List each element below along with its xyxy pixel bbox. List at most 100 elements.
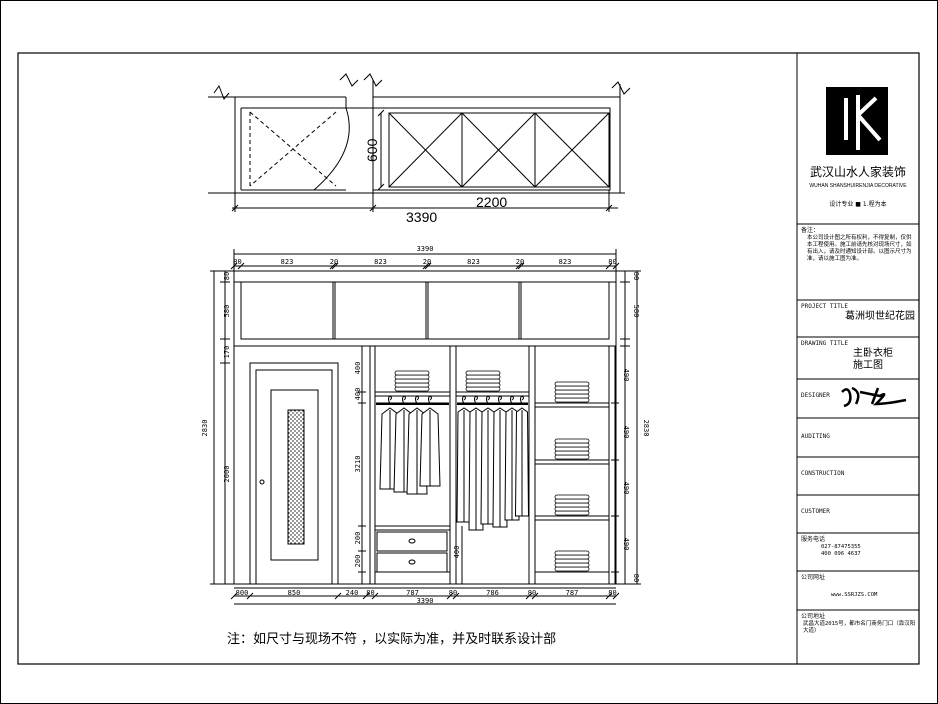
elevation-right-dims: 80 580 2830 80: [632, 272, 650, 582]
auditing-section: AUDITING: [799, 420, 919, 457]
plan-width-dim: 2200: [476, 194, 507, 210]
company-logo-icon: [826, 87, 888, 155]
folded-clothes: [394, 370, 590, 572]
interior-dim-label: 400: [354, 388, 362, 401]
designer-signature: [841, 386, 907, 408]
long-coat: [480, 395, 496, 525]
bottom-dim-label: 787: [406, 589, 419, 597]
web-value: www.SSRJZS.COM: [831, 592, 878, 598]
right-dim-label: 80: [632, 272, 640, 280]
website-section: 公司网址 www.SSRJZS.COM: [799, 573, 919, 610]
left-total-dim: 2830: [201, 420, 209, 437]
bottom-dim-label: 850: [288, 589, 301, 597]
address-text: 武昌大道2015号，都市名门商务门口（靠汉阳大道）: [803, 621, 916, 634]
construction-section: CONSTRUCTION: [799, 459, 919, 495]
bottom-dim-label: 800: [236, 589, 249, 597]
top-dim-label: 823: [559, 258, 572, 266]
phone-1: 027-87475355: [821, 544, 861, 550]
folded-stack: [554, 381, 590, 403]
designer-label: DESIGNER: [801, 392, 830, 399]
remarks-text: 本公司设计图之所有权利，不得复制，仅供本工程使用。施工前请先核对现场尺寸，如有出…: [807, 235, 912, 262]
elevation-top-dims: 80 823 20 823 20 823 20 823 80: [233, 258, 616, 266]
hanging-clothes: [379, 395, 530, 531]
left-dim-label: 580: [223, 305, 231, 318]
address-label: 公司地址: [801, 613, 826, 620]
bottom-dim-label: 240: [346, 589, 359, 597]
interior-dim-label: 400: [354, 362, 362, 375]
construction-label: CONSTRUCTION: [801, 470, 845, 477]
shelf-dim-label: 490: [622, 482, 630, 495]
top-dim-label: 20: [516, 258, 524, 266]
remarks-section: 备注： 本公司设计图之所有权利，不得复制，仅供本工程使用。施工前请先核对现场尺寸…: [799, 226, 919, 300]
company-name-cn: 武汉山水人家装饰: [810, 164, 906, 179]
phone-label: 服务电话: [801, 536, 826, 543]
drawer-knob: [408, 559, 416, 565]
bottom-dim-label: 80: [528, 589, 536, 597]
elevation-interior-dims: 400 400 3210 200 200 400 490 490 490 490: [354, 362, 630, 568]
interior-dim-label: 400: [453, 546, 461, 559]
top-dim-label: 823: [374, 258, 387, 266]
top-dim-label: 20: [330, 258, 338, 266]
folded-stack: [465, 370, 501, 392]
left-dim-label: 80: [223, 272, 231, 280]
phone-section: 服务电话 027-87475355 400 096 4637: [799, 535, 919, 571]
interior-dim-label: 200: [354, 532, 362, 545]
drawing-value-1: 主卧衣柜: [853, 348, 893, 359]
folded-stack: [394, 370, 430, 392]
plan-total-dim: 3390: [406, 209, 437, 225]
coat: [419, 395, 441, 487]
top-dim-label: 823: [467, 258, 480, 266]
long-coat: [514, 395, 530, 517]
plan-view: [208, 73, 631, 212]
folded-stack: [554, 494, 590, 516]
top-dim-label: 80: [608, 258, 616, 266]
shelf-dim-label: 490: [622, 369, 630, 382]
elevation-top-total: 3390: [417, 245, 434, 253]
auditing-label: AUDITING: [801, 433, 830, 440]
drawing-frame: [17, 52, 920, 665]
drawing-section: DRAWING TITLE 主卧衣柜 施工图: [799, 339, 919, 379]
elevation-bottom-total: 3390: [417, 597, 434, 605]
top-dim-label: 20: [423, 258, 431, 266]
plan-depth-dim: 600: [364, 138, 380, 162]
cert-line: 设计专业 ■ 1.程为本: [829, 200, 886, 208]
designer-section: DESIGNER: [799, 381, 919, 418]
left-dim-label: 2000: [223, 466, 231, 483]
folded-stack: [554, 438, 590, 460]
drawing-value-2: 施工图: [853, 360, 883, 371]
bottom-dim-label: 80: [366, 589, 374, 597]
shelf-dim-label: 490: [622, 538, 630, 551]
remarks-label: 备注：: [801, 227, 820, 234]
right-dim-label: 580: [632, 305, 640, 318]
top-dim-label: 80: [233, 258, 241, 266]
right-dim-label: 2830: [642, 420, 650, 437]
address-section: 公司地址 武昌大道2015号，都市名门商务门口（靠汉阳大道）: [799, 612, 919, 662]
drawing-label: DRAWING TITLE: [801, 340, 848, 347]
elevation-left-dims: 80 580 170 2000 2830: [201, 272, 231, 483]
project-label: PROJECT TITLE: [801, 303, 848, 310]
elevation-view: [210, 249, 641, 605]
left-dim-label: 170: [223, 346, 231, 359]
folded-stack: [554, 550, 590, 572]
elevation-bottom-dims: 800 850 240 80 787 80 786 80 787 80: [236, 589, 617, 597]
drawer-knob: [408, 538, 416, 544]
title-block-lines: [797, 223, 919, 611]
web-label: 公司网址: [801, 574, 826, 581]
project-section: PROJECT TITLE 葛洲坝世纪花园: [799, 302, 919, 337]
bottom-dim-label: 787: [566, 589, 579, 597]
bottom-dim-label: 786: [486, 589, 499, 597]
site-note: 注：如尺寸与现场不符 ，以实际为准，并及时联系设计部: [227, 631, 556, 647]
top-dim-label: 823: [281, 258, 294, 266]
shelf-dim-label: 490: [622, 426, 630, 439]
company-name-en: WUHAN SHANSHUIRENJIA DECORATIVE: [809, 183, 907, 189]
phone-2: 400 096 4637: [821, 551, 861, 557]
bottom-dim-label: 80: [449, 589, 457, 597]
right-dim-label: 80: [632, 574, 640, 582]
interior-dim-label: 3210: [354, 456, 362, 473]
bottom-dim-label: 80: [608, 589, 616, 597]
customer-section: CUSTOMER: [799, 497, 919, 533]
project-value: 葛洲坝世纪花园: [845, 311, 915, 322]
customer-label: CUSTOMER: [801, 508, 830, 515]
interior-dim-label: 200: [354, 555, 362, 568]
